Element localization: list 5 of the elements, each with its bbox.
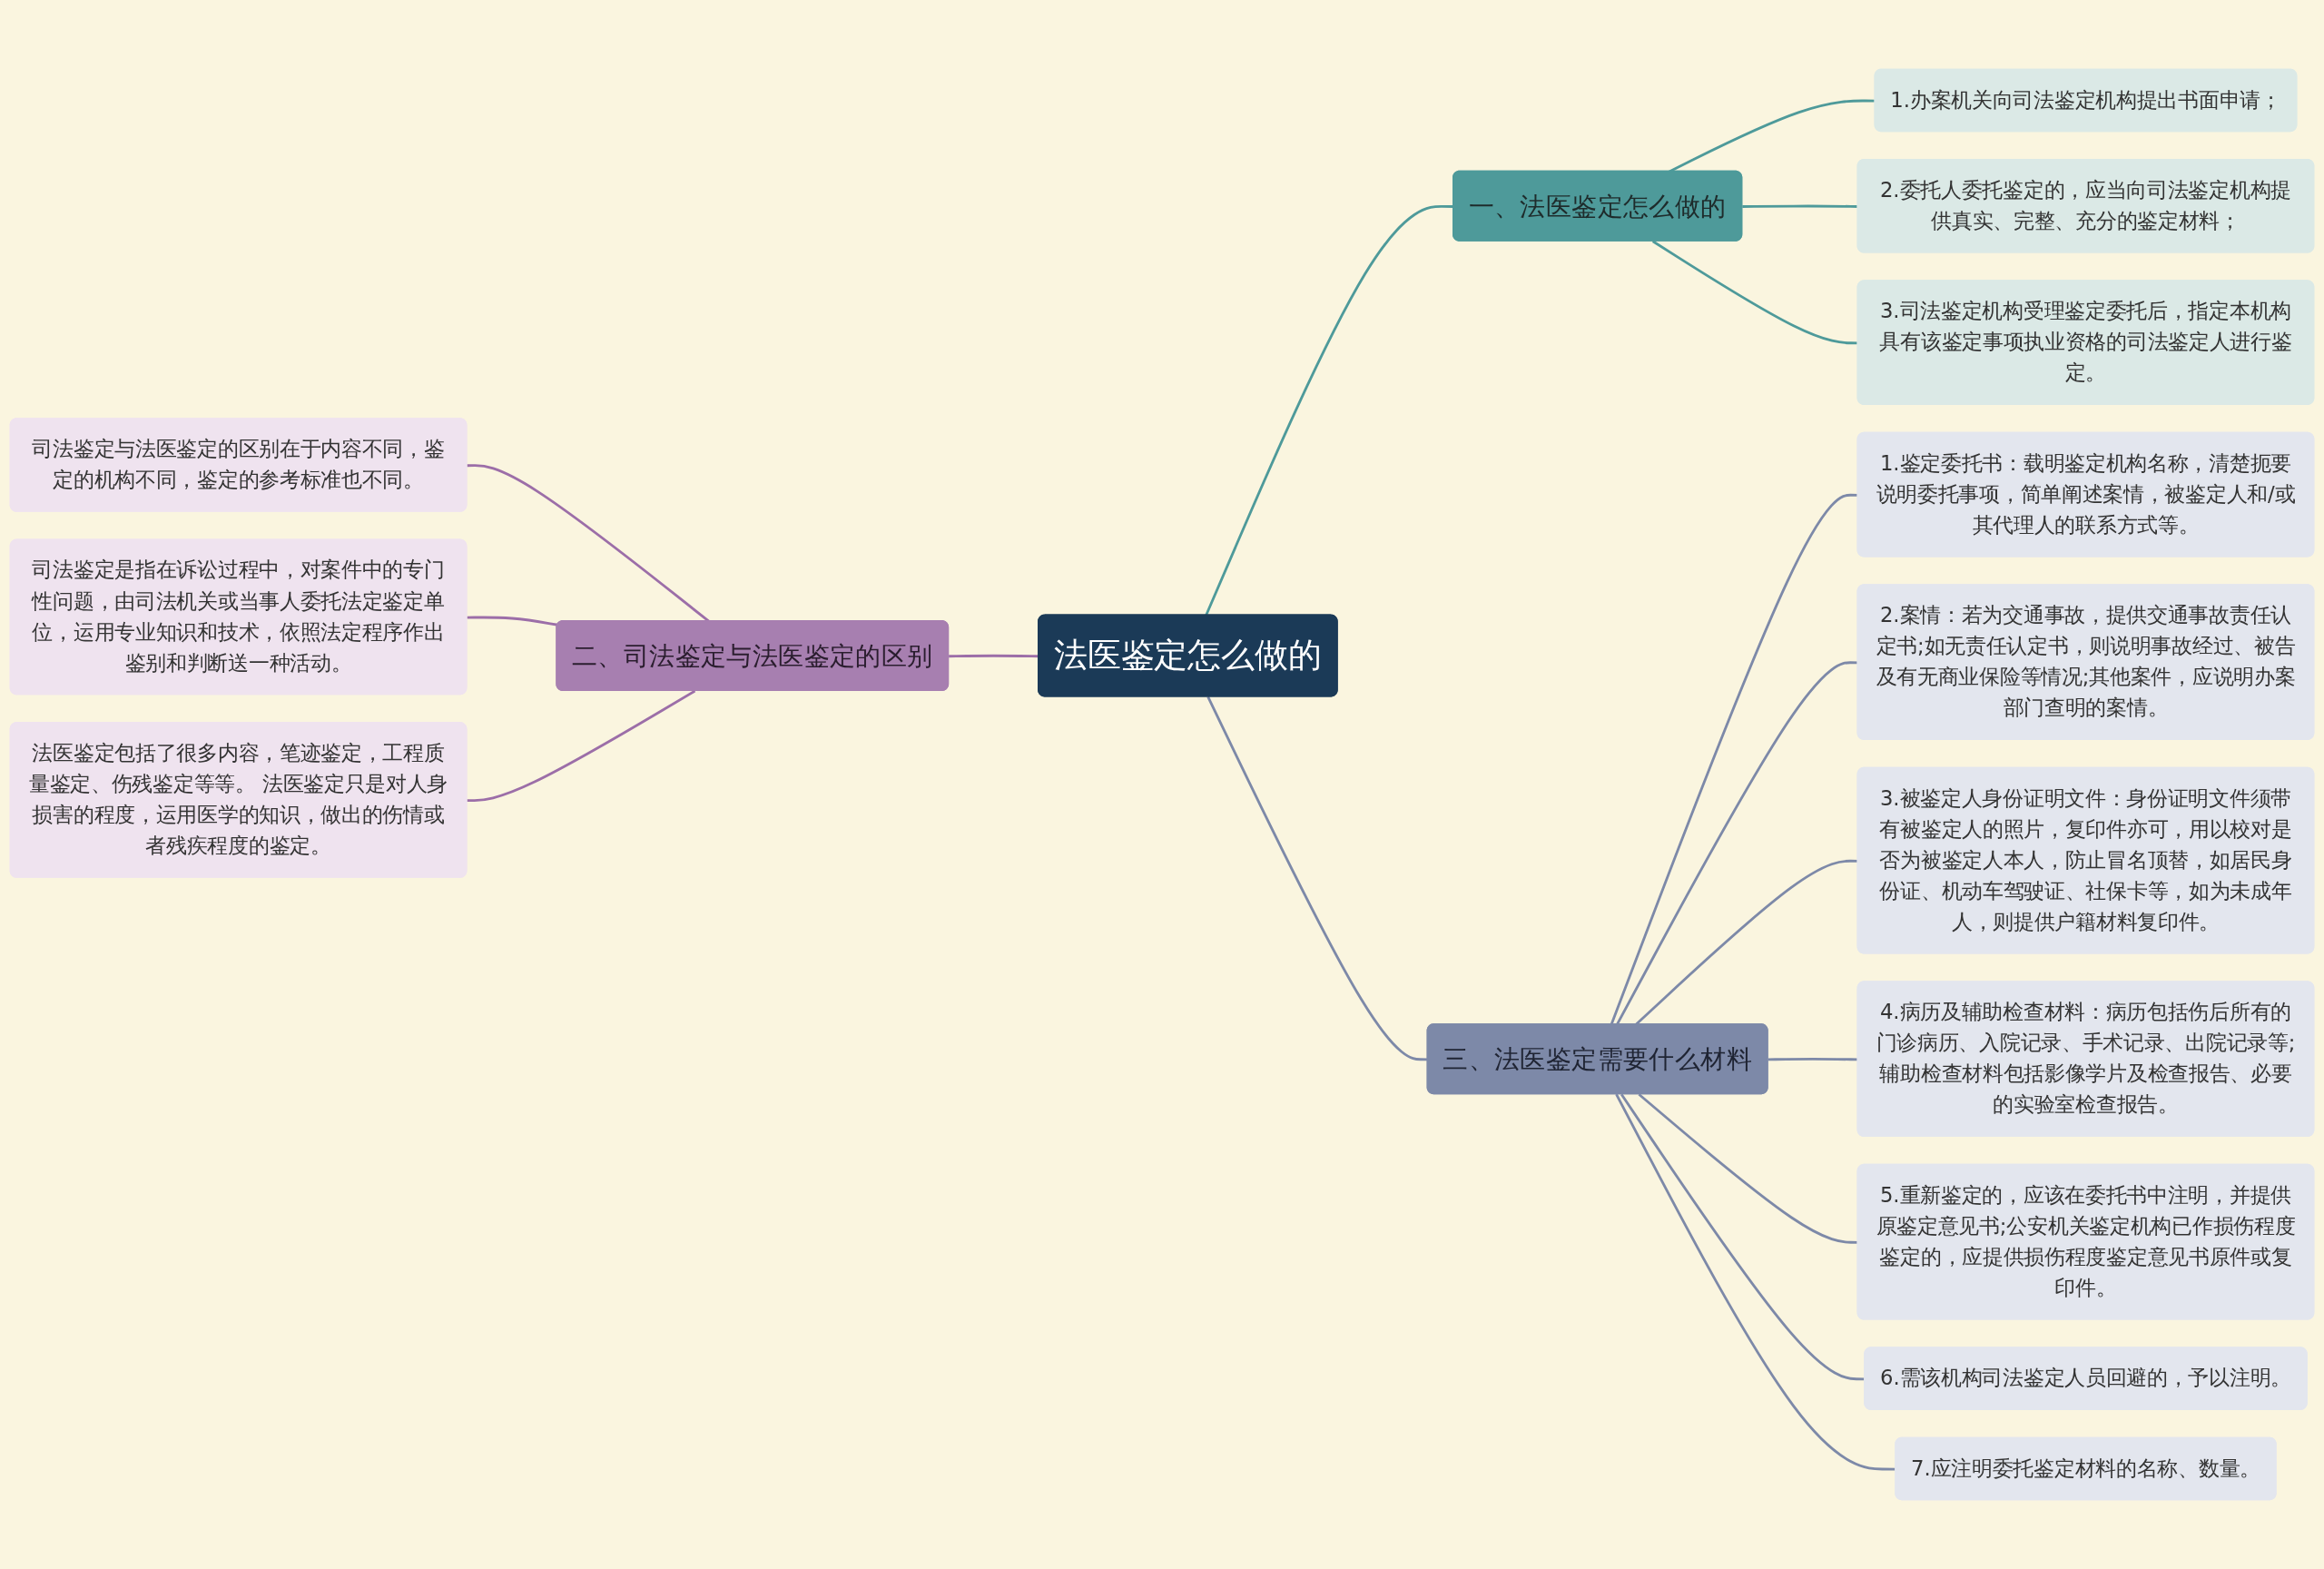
connector [1651, 240, 1858, 345]
connector [467, 616, 558, 627]
connector [1742, 204, 1858, 208]
connector [1768, 1058, 1858, 1061]
connector [467, 689, 696, 803]
